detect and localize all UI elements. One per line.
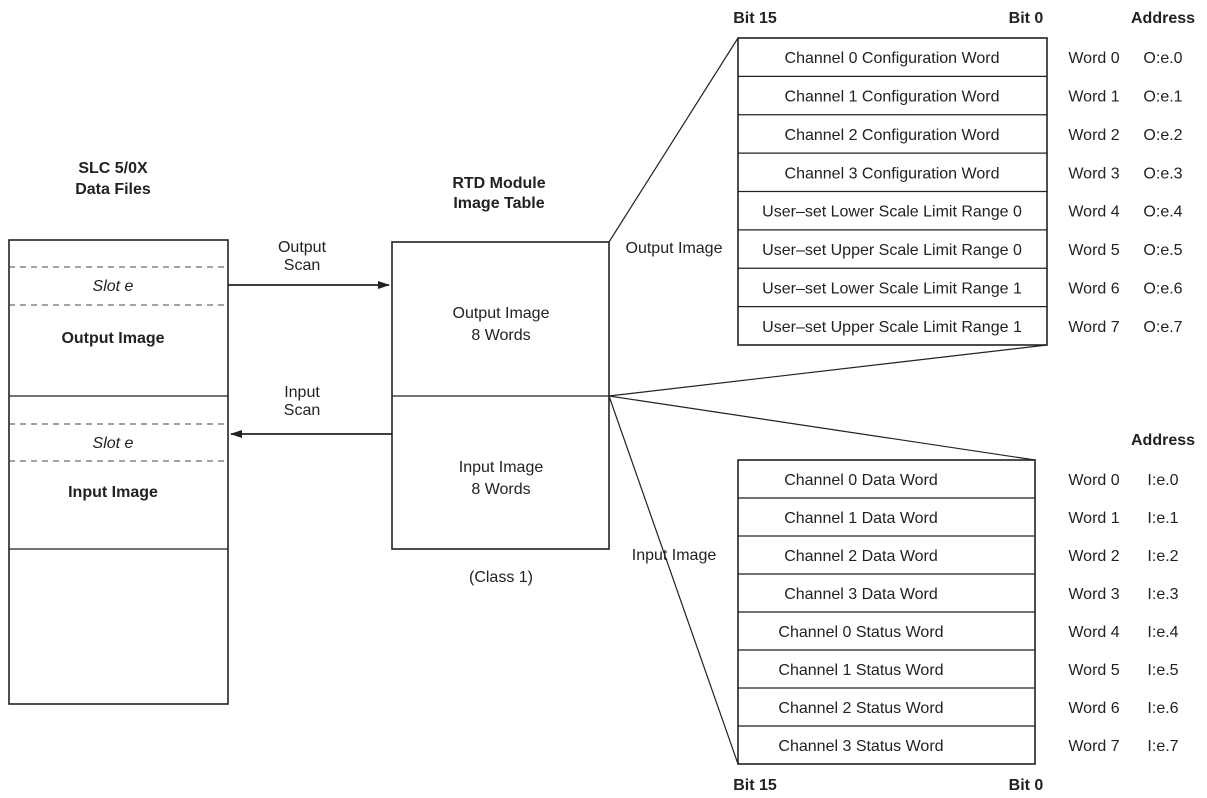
output-row-address: O:e.1 <box>1143 89 1182 106</box>
output-row-label: User–set Upper Scale Limit Range 1 <box>762 319 1022 336</box>
scan-arrows: Output Scan Input Scan <box>228 239 392 438</box>
input-row-label: Channel 0 Data Word <box>784 472 938 489</box>
rtd-title-line1: RTD Module <box>452 175 545 192</box>
input-row-label: Channel 3 Data Word <box>784 586 938 603</box>
slc-input-slot-label: Slot e <box>93 435 134 452</box>
input-row-address: I:e.7 <box>1147 738 1178 755</box>
output-row-word: Word 2 <box>1068 127 1119 144</box>
input-scan-line2: Scan <box>284 402 320 419</box>
input-row-word: Word 1 <box>1068 510 1119 527</box>
input-row-label: Channel 1 Status Word <box>778 662 943 679</box>
input-row-word: Word 7 <box>1068 738 1119 755</box>
output-bit0-label: Bit 0 <box>1009 10 1044 27</box>
input-address-header: Address <box>1131 432 1195 449</box>
output-row-label: Channel 1 Configuration Word <box>785 89 1000 106</box>
input-bit15-label: Bit 15 <box>733 777 777 794</box>
input-word-table: Address Bit 15 Bit 0 Input Image Channel… <box>632 432 1195 794</box>
rtd-input-line1: Input Image <box>459 459 544 476</box>
input-row-address: I:e.3 <box>1147 586 1178 603</box>
input-row-address: I:e.0 <box>1147 472 1178 489</box>
rtd-output-line2: 8 Words <box>471 327 530 344</box>
input-row-word: Word 2 <box>1068 548 1119 565</box>
rtd-input-line2: 8 Words <box>471 481 530 498</box>
output-row-word: Word 4 <box>1068 204 1119 221</box>
output-row-word: Word 1 <box>1068 89 1119 106</box>
connector-lines <box>608 37 1048 765</box>
slc-input-image-label: Input Image <box>68 484 158 501</box>
output-row-label: User–set Lower Scale Limit Range 0 <box>762 204 1022 221</box>
output-bit15-label: Bit 15 <box>733 10 777 27</box>
slc-data-files-box <box>8 239 229 705</box>
output-row-address: O:e.4 <box>1143 204 1182 221</box>
input-image-side-label: Input Image <box>632 547 717 564</box>
input-row-label: Channel 0 Status Word <box>778 624 943 641</box>
output-connector-top <box>608 37 739 243</box>
input-row-label: Channel 1 Data Word <box>784 510 938 527</box>
input-row-word: Word 0 <box>1068 472 1119 489</box>
slc-title-line1: SLC 5/0X <box>78 160 148 177</box>
rtd-image-table: RTD Module Image Table Output Image 8 Wo… <box>391 175 610 586</box>
input-row-word: Word 5 <box>1068 662 1119 679</box>
rtd-class-label: (Class 1) <box>469 569 533 586</box>
input-scan-line1: Input <box>284 384 320 401</box>
output-row-address: O:e.7 <box>1143 319 1182 336</box>
output-row-label: User–set Upper Scale Limit Range 0 <box>762 242 1022 259</box>
output-connector-bottom <box>608 344 1048 397</box>
input-row-address: I:e.1 <box>1147 510 1178 527</box>
output-row-address: O:e.6 <box>1143 280 1182 297</box>
input-row-label: Channel 2 Status Word <box>778 700 943 717</box>
output-word-table: Bit 15 Bit 0 Address Output Image Channe… <box>626 10 1195 346</box>
output-row-word: Word 5 <box>1068 242 1119 259</box>
output-row-address: O:e.0 <box>1143 50 1182 67</box>
output-row-label: Channel 2 Configuration Word <box>785 127 1000 144</box>
output-row-word: Word 3 <box>1068 165 1119 182</box>
output-address-header: Address <box>1131 10 1195 27</box>
rtd-output-line1: Output Image <box>453 305 550 322</box>
input-row-address: I:e.5 <box>1147 662 1178 679</box>
output-row-word: Word 0 <box>1068 50 1119 67</box>
input-row-label: Channel 2 Data Word <box>784 548 938 565</box>
output-scan-line2: Scan <box>284 257 320 274</box>
input-row-word: Word 3 <box>1068 586 1119 603</box>
output-row-word: Word 7 <box>1068 319 1119 336</box>
rtd-title-line2: Image Table <box>453 195 544 212</box>
output-row-word: Word 6 <box>1068 280 1119 297</box>
input-bit0-label: Bit 0 <box>1009 777 1044 794</box>
output-row-label: Channel 3 Configuration Word <box>785 165 1000 182</box>
input-connector-top <box>608 395 1036 461</box>
input-row-address: I:e.6 <box>1147 700 1178 717</box>
input-row-word: Word 6 <box>1068 700 1119 717</box>
input-row-address: I:e.2 <box>1147 548 1178 565</box>
slc-title-line2: Data Files <box>75 181 151 198</box>
slc-output-image-label: Output Image <box>61 330 164 347</box>
input-row-label: Channel 3 Status Word <box>778 738 943 755</box>
output-row-address: O:e.2 <box>1143 127 1182 144</box>
output-image-side-label: Output Image <box>626 240 723 257</box>
input-row-word: Word 4 <box>1068 624 1119 641</box>
output-row-label: User–set Lower Scale Limit Range 1 <box>762 280 1022 297</box>
input-row-address: I:e.4 <box>1147 624 1178 641</box>
slc-data-files: SLC 5/0X Data Files Slot e Output Image … <box>8 160 229 705</box>
slc-output-slot-label: Slot e <box>93 278 134 295</box>
output-scan-line1: Output <box>278 239 327 256</box>
output-row-label: Channel 0 Configuration Word <box>785 50 1000 67</box>
output-rows: Channel 0 Configuration Word Word 0 O:e.0C… <box>737 37 1183 346</box>
input-connector-bottom <box>608 395 739 765</box>
output-row-address: O:e.3 <box>1143 165 1182 182</box>
output-row-address: O:e.5 <box>1143 242 1182 259</box>
